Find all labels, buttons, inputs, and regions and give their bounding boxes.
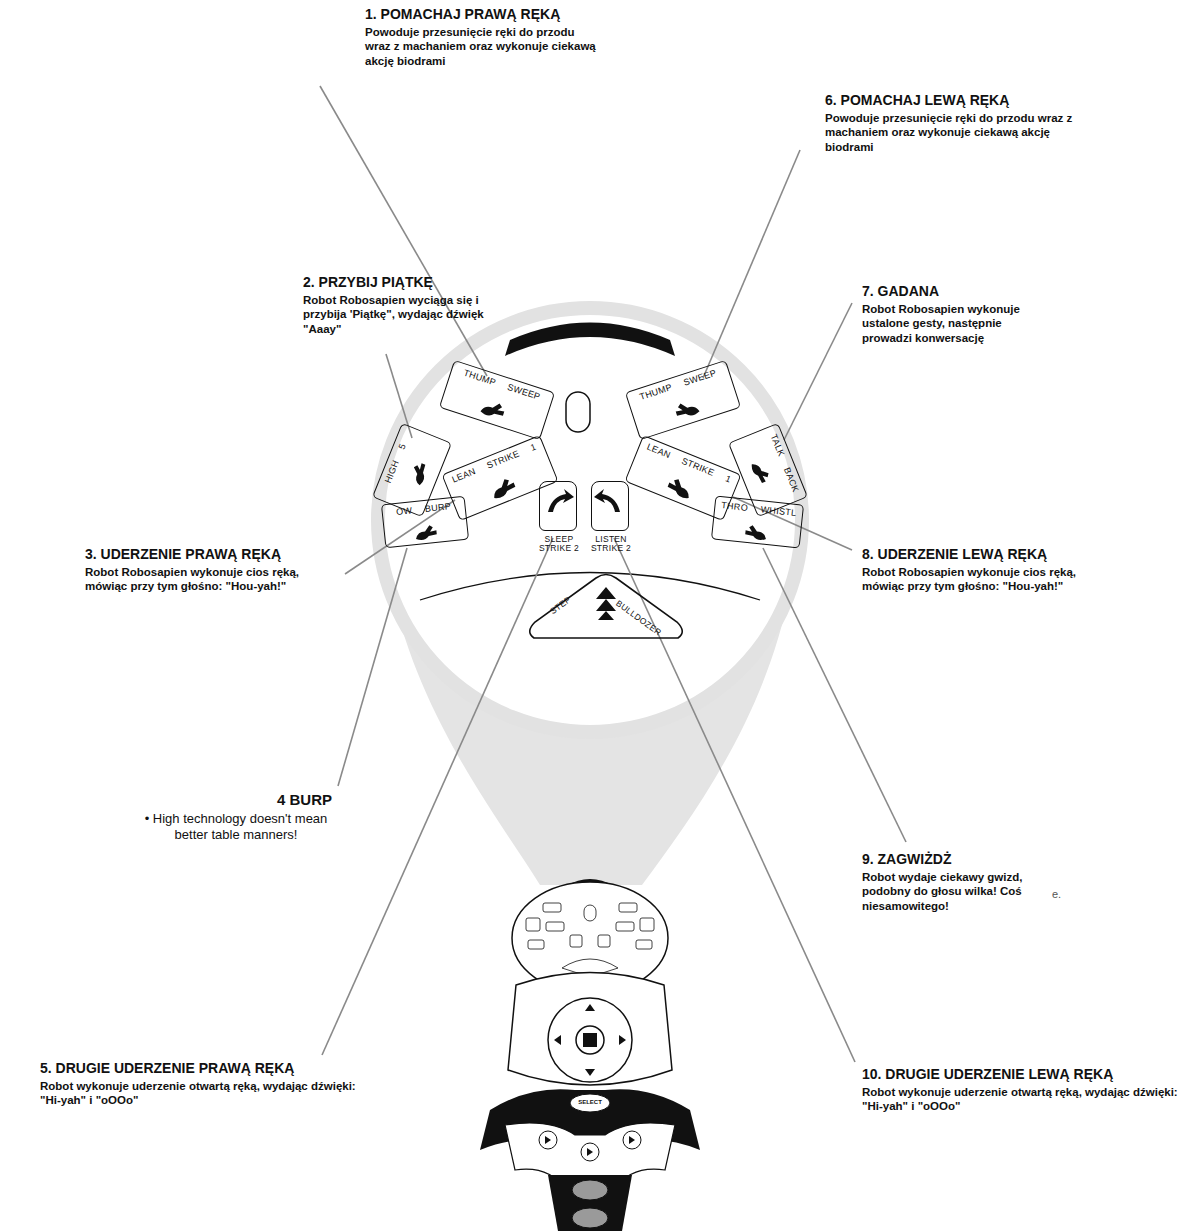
panel-arc	[420, 573, 760, 601]
callout-title: 10. DRUGIE UDERZENIE LEWĄ RĘKĄ	[862, 1066, 1182, 1084]
callout-body: Robot Robosapien wykonuje cios ręką, mów…	[85, 565, 340, 594]
callout-body: Powoduje przesunięcie ręki do przodu wra…	[365, 25, 601, 68]
small-remote	[480, 879, 700, 1231]
walk-button: STEP BULLDOZER	[522, 570, 690, 642]
button-label: SLEEP STRIKE 2	[522, 535, 596, 554]
leader-lines	[320, 86, 906, 1062]
callout-body: Robot Robosapien wykonuje cios ręką, mów…	[862, 565, 1117, 594]
callout-title: 3. UDERZENIE PRAWĄ RĘKĄ	[85, 546, 365, 564]
button-label: STEP	[548, 594, 573, 616]
button-label: LISTEN STRIKE 2	[574, 535, 648, 554]
callout-body: Robot Robosapien wykonuje ustalone gesty…	[862, 302, 1052, 345]
callout-body: • High technology doesn't mean better ta…	[140, 811, 332, 844]
callout-title: 5. DRUGIE UDERZENIE PRAWĄ RĘKĄ	[40, 1060, 370, 1078]
stray-text: e.	[1052, 888, 1082, 902]
button-label: BULLDOZER	[614, 598, 663, 638]
callout-title: 4 BURP	[150, 791, 332, 810]
button-label: THRO WHISTL	[720, 500, 796, 518]
callout-title: 2. PRZYBIJ PIĄTKĘ	[303, 274, 503, 292]
callout-body: Powoduje przesunięcie ręki do przodu wra…	[825, 111, 1075, 154]
callout-body: Robot Robosapien wyciąga się i przybija …	[303, 293, 501, 336]
callout-title: 1. POMACHAJ PRAWĄ RĘKĄ	[365, 6, 635, 24]
zoom-circle	[378, 308, 802, 732]
callout-title: 9. ZAGWIŻDŻ	[862, 851, 1062, 869]
arrow-button: LISTEN STRIKE 2	[591, 481, 629, 531]
button-outline	[522, 570, 690, 642]
action-button: THRO WHISTL	[710, 495, 803, 548]
callout-body: Robot wykonuje uderzenie otwartą ręką, w…	[862, 1085, 1182, 1114]
button-icons	[408, 399, 771, 620]
callout-title: 6. POMACHAJ LEWĄ RĘKĄ	[825, 92, 1115, 110]
button-label: OW BURP	[396, 501, 452, 517]
action-button: OW BURP	[381, 496, 469, 549]
button-label: SELECT	[570, 1099, 610, 1107]
callout-title: 7. GADANA	[862, 283, 1062, 301]
arrow-button: SLEEP STRIKE 2	[539, 481, 577, 531]
callout-title: 8. UDERZENIE LEWĄ RĘKĄ	[862, 546, 1152, 564]
toggle-switch	[566, 392, 590, 432]
remote-top-band	[505, 323, 675, 357]
callout-body: Robot wykonuje uderzenie otwartą ręką, w…	[40, 1079, 360, 1108]
callout-body: Robot wydaje ciekawy gwizd, podobny do g…	[862, 870, 1047, 913]
